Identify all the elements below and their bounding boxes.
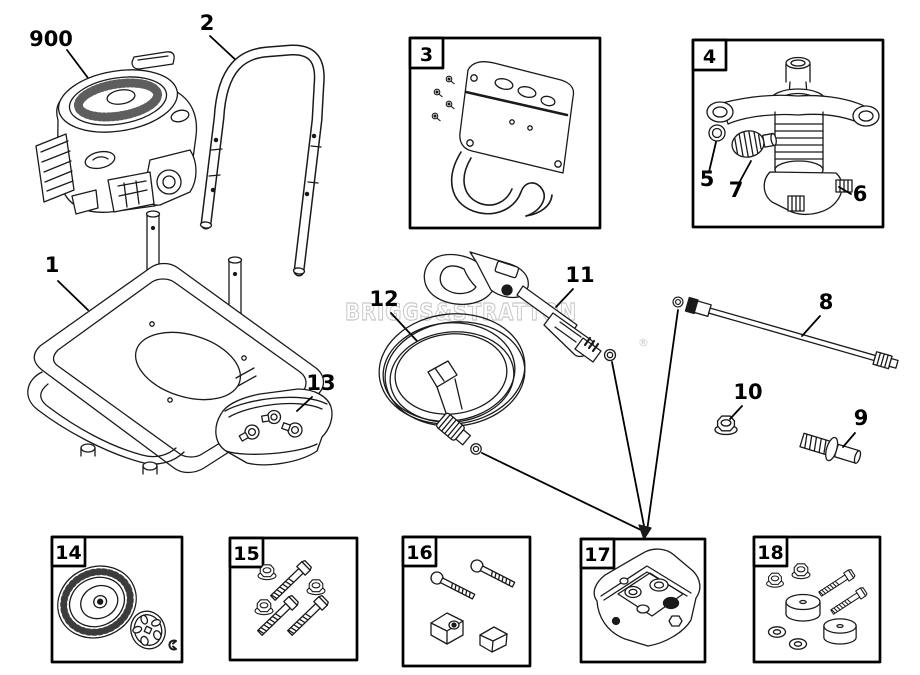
callout-line-lance [801, 315, 821, 337]
box-14-number: 14 [55, 542, 81, 564]
callout-line-axle-bolt [842, 432, 856, 448]
box-15-number: 15 [233, 543, 259, 565]
box-4-number: 4 [703, 46, 716, 68]
axle-bolt-illustration [799, 432, 862, 464]
callout-line-nut [729, 405, 743, 420]
box-17-badge [579, 537, 616, 570]
box-18-number: 18 [757, 542, 783, 564]
box-pump-assembly: 4 [691, 38, 885, 229]
callout-line-gun [555, 288, 574, 308]
box-14-badge [50, 535, 87, 568]
callout-line-frame [57, 280, 89, 311]
engine-illustration [35, 51, 198, 215]
callout-line-handle [209, 35, 240, 64]
box-3-badge [408, 36, 445, 70]
oring-kit-illustration [593, 548, 701, 647]
box-knob-kit: 16 [401, 535, 532, 668]
box-18-badge [752, 535, 789, 568]
box-3-number: 3 [420, 44, 433, 66]
box-wheel-kit: 14 [50, 535, 184, 664]
lance-illustration [672, 296, 899, 370]
callout-frame: 1 [45, 253, 60, 277]
callout-nozzle-kit: 13 [306, 371, 335, 395]
registered-mark: ® [638, 336, 649, 349]
callout-axle-bolt: 9 [854, 406, 869, 430]
box-4-badge [691, 38, 728, 72]
box-17-number: 17 [584, 544, 610, 566]
box-shield-kit: 3 [408, 36, 602, 230]
callout-line-nozzle-kit [296, 396, 313, 412]
knob-kit-illustration [428, 557, 517, 653]
wheel-kit-illustration [57, 565, 177, 651]
seal-kit-reference-lines [481, 309, 679, 540]
arrowhead-icon [638, 524, 652, 540]
callout-flange-nut: 10 [733, 380, 762, 404]
box-16-badge [401, 535, 438, 568]
box-mount-kit: 18 [752, 535, 882, 664]
box-15-badge [228, 536, 265, 569]
box-16-number: 16 [406, 542, 432, 564]
callout-lance: 8 [819, 290, 834, 314]
spray-gun-illustration [423, 251, 617, 363]
callout-handle: 2 [200, 11, 215, 35]
callout-line-hose [390, 312, 418, 342]
callout-pump-knob: 7 [729, 178, 744, 202]
nozzle-kit-illustration [215, 388, 333, 466]
callout-pump-outlet: 6 [853, 182, 868, 206]
callout-spray-gun: 11 [565, 263, 594, 287]
handle-illustration [199, 44, 325, 277]
shield-kit-illustration [431, 61, 575, 217]
callout-hose: 12 [369, 287, 398, 311]
box-bolt-kit: 15 [228, 536, 359, 662]
box-oring-kit: 17 [579, 537, 707, 664]
flange-nut-illustration [714, 415, 738, 436]
hose-illustration [378, 313, 526, 455]
callout-pump-seal: 5 [700, 167, 715, 191]
callout-engine: 900 [29, 27, 73, 51]
pump-illustration [706, 56, 880, 216]
